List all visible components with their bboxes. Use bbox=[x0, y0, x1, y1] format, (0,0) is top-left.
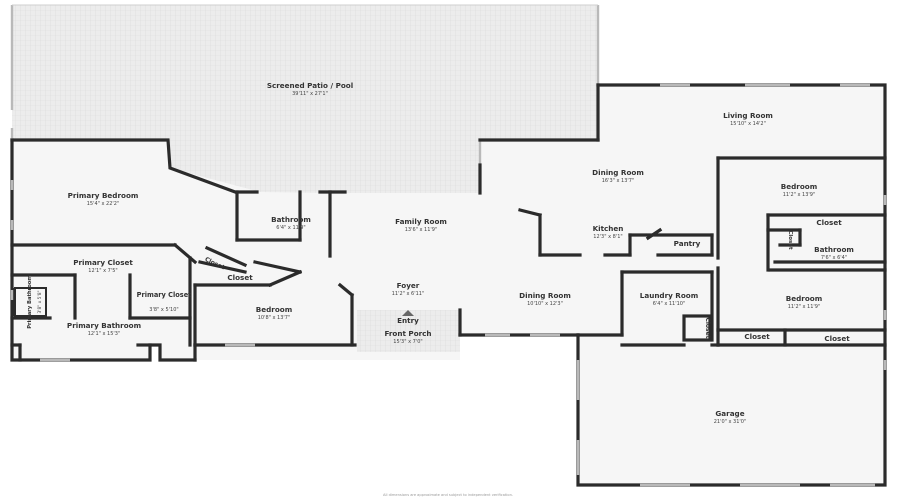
room-name-pantry: Pantry bbox=[674, 239, 701, 248]
porch-grid bbox=[357, 310, 460, 352]
room-dims-foyer: 11'2" x 6'11" bbox=[392, 291, 425, 297]
room-name-closet-laundry: Closet bbox=[704, 317, 711, 338]
room-dims-dining-upper: 16'3" x 13'7" bbox=[602, 178, 635, 184]
room-name-laundry: Laundry Room bbox=[640, 291, 698, 300]
room-name-primary-closet2: Primary Closet bbox=[137, 291, 192, 299]
room-name-dining-lower: Dining Room bbox=[519, 291, 571, 300]
room-dims-bathroom: 6'4" x 11'9" bbox=[276, 225, 305, 231]
room-name-closet-ne: Closet bbox=[816, 218, 842, 227]
room-dims-bedroom-se: 11'2" x 11'9" bbox=[788, 304, 821, 310]
room-dims-kitchen: 12'3" x 8'1" bbox=[593, 234, 622, 240]
patio-screen bbox=[10, 4, 600, 165]
room-name-dining-upper: Dining Room bbox=[592, 168, 644, 177]
room-name-closet-small: Closet bbox=[787, 230, 793, 250]
room-dims-primary-bathroom-small: 3'8" x 5'8" bbox=[37, 290, 43, 313]
room-name-garage: Garage bbox=[715, 409, 744, 418]
room-dims-laundry: 6'4" x 11'10" bbox=[653, 301, 686, 307]
room-name-closet-mid: Closet bbox=[227, 273, 253, 282]
room-dims-primary-bedroom: 15'4" x 22'2" bbox=[87, 201, 120, 207]
floor-fill bbox=[12, 5, 885, 485]
room-name-foyer: Foyer bbox=[397, 281, 420, 290]
room-name-bathroom2: Bathroom bbox=[814, 245, 854, 254]
room-dims-front-porch: 15'3" x 7'0" bbox=[393, 339, 422, 345]
room-dims-bathroom2: 7'6" x 6'4" bbox=[821, 255, 847, 261]
room-name-primary-bathroom: Primary Bathroom bbox=[67, 321, 141, 330]
room-name-closet-se2: Closet bbox=[824, 334, 850, 343]
room-dims-family: 13'6" x 11'9" bbox=[405, 227, 438, 233]
room-name-primary-bedroom: Primary Bedroom bbox=[68, 191, 139, 200]
room-name-bedroom-se: Bedroom bbox=[786, 294, 822, 303]
room-name-closet-se1: Closet bbox=[744, 332, 770, 341]
room-name-kitchen: Kitchen bbox=[593, 224, 624, 233]
room-name-patio: Screened Patio / Pool bbox=[267, 81, 353, 90]
room-name-family: Family Room bbox=[395, 217, 447, 226]
patio-grid bbox=[12, 5, 598, 193]
room-labels: Screened Patio / Pool 39'11" x 27'1" Liv… bbox=[27, 81, 854, 497]
room-name-living: Living Room bbox=[723, 111, 773, 120]
entry-arrow-icon bbox=[402, 310, 414, 316]
room-name-bedroom-ne: Bedroom bbox=[781, 182, 817, 191]
room-dims-bedroom-ne: 11'2" x 13'9" bbox=[783, 192, 816, 198]
room-dims-primary-closet2: 3'8" x 5'10" bbox=[149, 307, 178, 313]
room-name-entry: Entry bbox=[397, 316, 419, 325]
room-dims-living: 15'10" x 14'2" bbox=[730, 121, 766, 127]
room-dims-patio: 39'11" x 27'1" bbox=[292, 91, 328, 97]
room-dims-garage: 21'0" x 31'0" bbox=[714, 419, 747, 425]
room-name-primary-closet: Primary Closet bbox=[73, 258, 133, 267]
footer-disclaimer: All dimensions are approximate and subje… bbox=[383, 493, 513, 497]
room-name-primary-bathroom-small: Primary Bathroom bbox=[27, 275, 33, 329]
room-name-bathroom: Bathroom bbox=[271, 215, 311, 224]
room-name-front-porch: Front Porch bbox=[384, 329, 431, 338]
room-dims-primary-closet: 12'1" x 7'5" bbox=[88, 268, 117, 274]
room-name-bedroom-w: Bedroom bbox=[256, 305, 292, 314]
room-dims-primary-bathroom: 12'1" x 15'3" bbox=[88, 331, 121, 337]
room-dims-bedroom-w: 10'8" x 13'7" bbox=[258, 315, 291, 321]
room-dims-dining-lower: 10'10" x 12'3" bbox=[527, 301, 563, 307]
windows bbox=[10, 83, 887, 487]
interior-walls bbox=[10, 156, 887, 362]
